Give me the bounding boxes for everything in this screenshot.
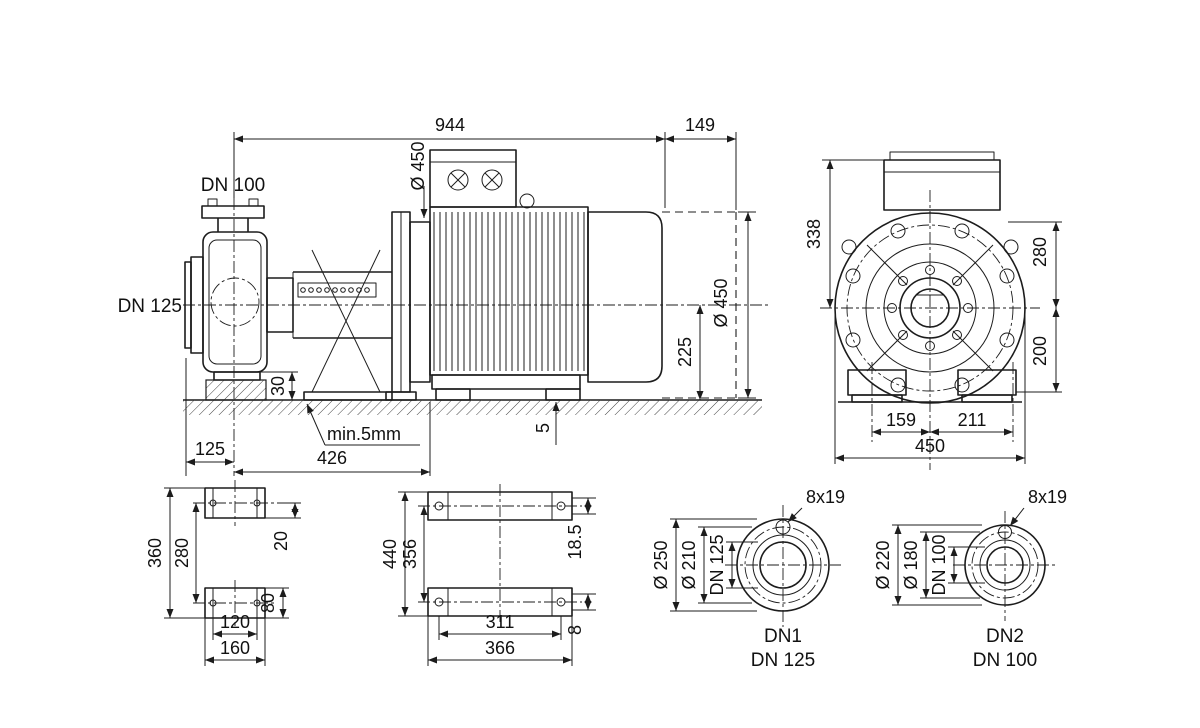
bolt-hole bbox=[998, 525, 1012, 539]
bolt-hole bbox=[775, 519, 791, 535]
flange1-nominal-dia: DN 125 bbox=[707, 534, 727, 595]
motor-end-shield bbox=[587, 211, 663, 383]
ground-line bbox=[183, 399, 762, 415]
dim-foot-height: 30 bbox=[268, 376, 288, 396]
dim-pad-overall: 360 bbox=[145, 538, 165, 568]
pump-foot-dimensions: 360 280 20 80 120 160 bbox=[145, 487, 301, 666]
dim-support-flange-diameter: Ø 450 bbox=[408, 141, 428, 190]
dim-motor-shim: 5 bbox=[533, 423, 553, 433]
dim-rail-overall: 440 bbox=[380, 539, 400, 569]
flange-dn125-dimensions: Ø 250 Ø 210 DN 125 bbox=[651, 518, 758, 612]
lower-pad bbox=[204, 587, 266, 619]
lifting-eye-icon bbox=[519, 193, 535, 209]
note-min-shim: min.5mm bbox=[327, 424, 401, 444]
flange2-bolt-holes: 8x19 bbox=[1028, 487, 1067, 507]
motor bbox=[429, 149, 663, 401]
terminal-box-front bbox=[883, 151, 1001, 211]
flange1-port-label: DN1 bbox=[764, 626, 802, 647]
dim-suction-offset: 125 bbox=[195, 439, 225, 459]
dim-foot-bolt-right: 211 bbox=[958, 410, 987, 430]
pump-foot-view: 360 280 20 80 120 160 bbox=[145, 480, 301, 666]
flange2-bolt-circle-dia: Ø 180 bbox=[901, 540, 921, 589]
dim-pad-hole-span: 120 bbox=[220, 612, 250, 632]
dim-lower-200: 200 bbox=[1030, 336, 1050, 366]
motor-foot-view: 440 356 18.5 8 311 366 bbox=[380, 484, 596, 666]
rail-bottom bbox=[427, 587, 573, 617]
terminal-box bbox=[429, 149, 517, 208]
lifting-eye-icon bbox=[841, 239, 857, 255]
screw-icon bbox=[447, 169, 469, 191]
dim-dismantling-space: 149 bbox=[685, 115, 715, 135]
flange1-bolt-holes: 8x19 bbox=[806, 487, 845, 507]
motor-feet-front bbox=[838, 362, 1022, 442]
flange-dn100-view: 8x19 Ø 220 Ø 180 DN 100 DN2 DN 100 bbox=[873, 487, 1067, 671]
label-discharge-dn100: DN 100 bbox=[201, 175, 265, 196]
dismantling-space bbox=[662, 211, 737, 399]
pump-casing bbox=[184, 198, 268, 401]
side-view: 944 149 DN 100 DN 125 Ø 450 Ø 450 225 30… bbox=[118, 115, 770, 476]
flange-dn100-dimensions: Ø 220 Ø 180 DN 100 bbox=[873, 524, 985, 606]
screw-icon bbox=[481, 169, 503, 191]
flange1-bolt-circle-dia: Ø 210 bbox=[679, 540, 699, 589]
flange-dn125-view: 8x19 Ø 250 Ø 210 DN 125 DN1 DN 125 bbox=[651, 487, 845, 671]
dim-foot-bolt-left: 159 bbox=[886, 410, 916, 430]
label-suction-dn125: DN 125 bbox=[118, 296, 182, 317]
dim-slot-offset: 8 bbox=[565, 625, 585, 635]
front-view: 338 280 200 159 211 450 bbox=[804, 151, 1062, 470]
dim-height-axis-to-top: 338 bbox=[804, 219, 824, 249]
motor-fins bbox=[433, 212, 585, 371]
flange1-outer-dia: Ø 250 bbox=[651, 540, 671, 589]
motor-foot-dimensions: 440 356 18.5 8 311 366 bbox=[380, 491, 596, 666]
flange2-nominal-dia: DN 100 bbox=[929, 534, 949, 595]
upper-pad bbox=[204, 487, 266, 519]
lifting-eye-icon bbox=[1003, 239, 1019, 255]
motor-body bbox=[429, 206, 589, 376]
dim-base-length: 426 bbox=[317, 448, 347, 468]
dim-pad-80: 80 bbox=[258, 593, 278, 613]
dim-rail-width: 366 bbox=[485, 638, 515, 658]
dim-pad-20: 20 bbox=[271, 531, 291, 551]
rail-top bbox=[427, 491, 573, 521]
dim-overall-length: 944 bbox=[435, 115, 465, 135]
dim-upper-280: 280 bbox=[1030, 237, 1050, 267]
bearing-bracket bbox=[266, 211, 431, 401]
flange2-size-label: DN 100 bbox=[973, 650, 1037, 671]
front-view-dimensions: 338 280 200 159 211 450 bbox=[804, 159, 1062, 464]
dim-shaft-height: 225 bbox=[675, 337, 695, 367]
flange1-size-label: DN 125 bbox=[751, 650, 815, 671]
flange2-outer-dia: Ø 220 bbox=[873, 540, 893, 589]
dim-rail-hole-spacing: 356 bbox=[400, 539, 420, 569]
dim-rail-hole-span: 311 bbox=[486, 612, 515, 632]
flange2-port-label: DN2 bbox=[986, 626, 1024, 647]
coupling-guard-holes bbox=[300, 287, 370, 293]
dim-pad-width: 160 bbox=[220, 638, 250, 658]
dim-pad-hole-spacing: 280 bbox=[172, 538, 192, 568]
dim-motor-diameter: Ø 450 bbox=[711, 278, 731, 327]
dim-slot-width: 18.5 bbox=[565, 524, 585, 559]
dim-overall-width: 450 bbox=[915, 436, 945, 456]
flange-front bbox=[834, 212, 1026, 404]
side-view-dimensions: 944 149 DN 100 DN 125 Ø 450 Ø 450 225 30… bbox=[118, 115, 756, 476]
